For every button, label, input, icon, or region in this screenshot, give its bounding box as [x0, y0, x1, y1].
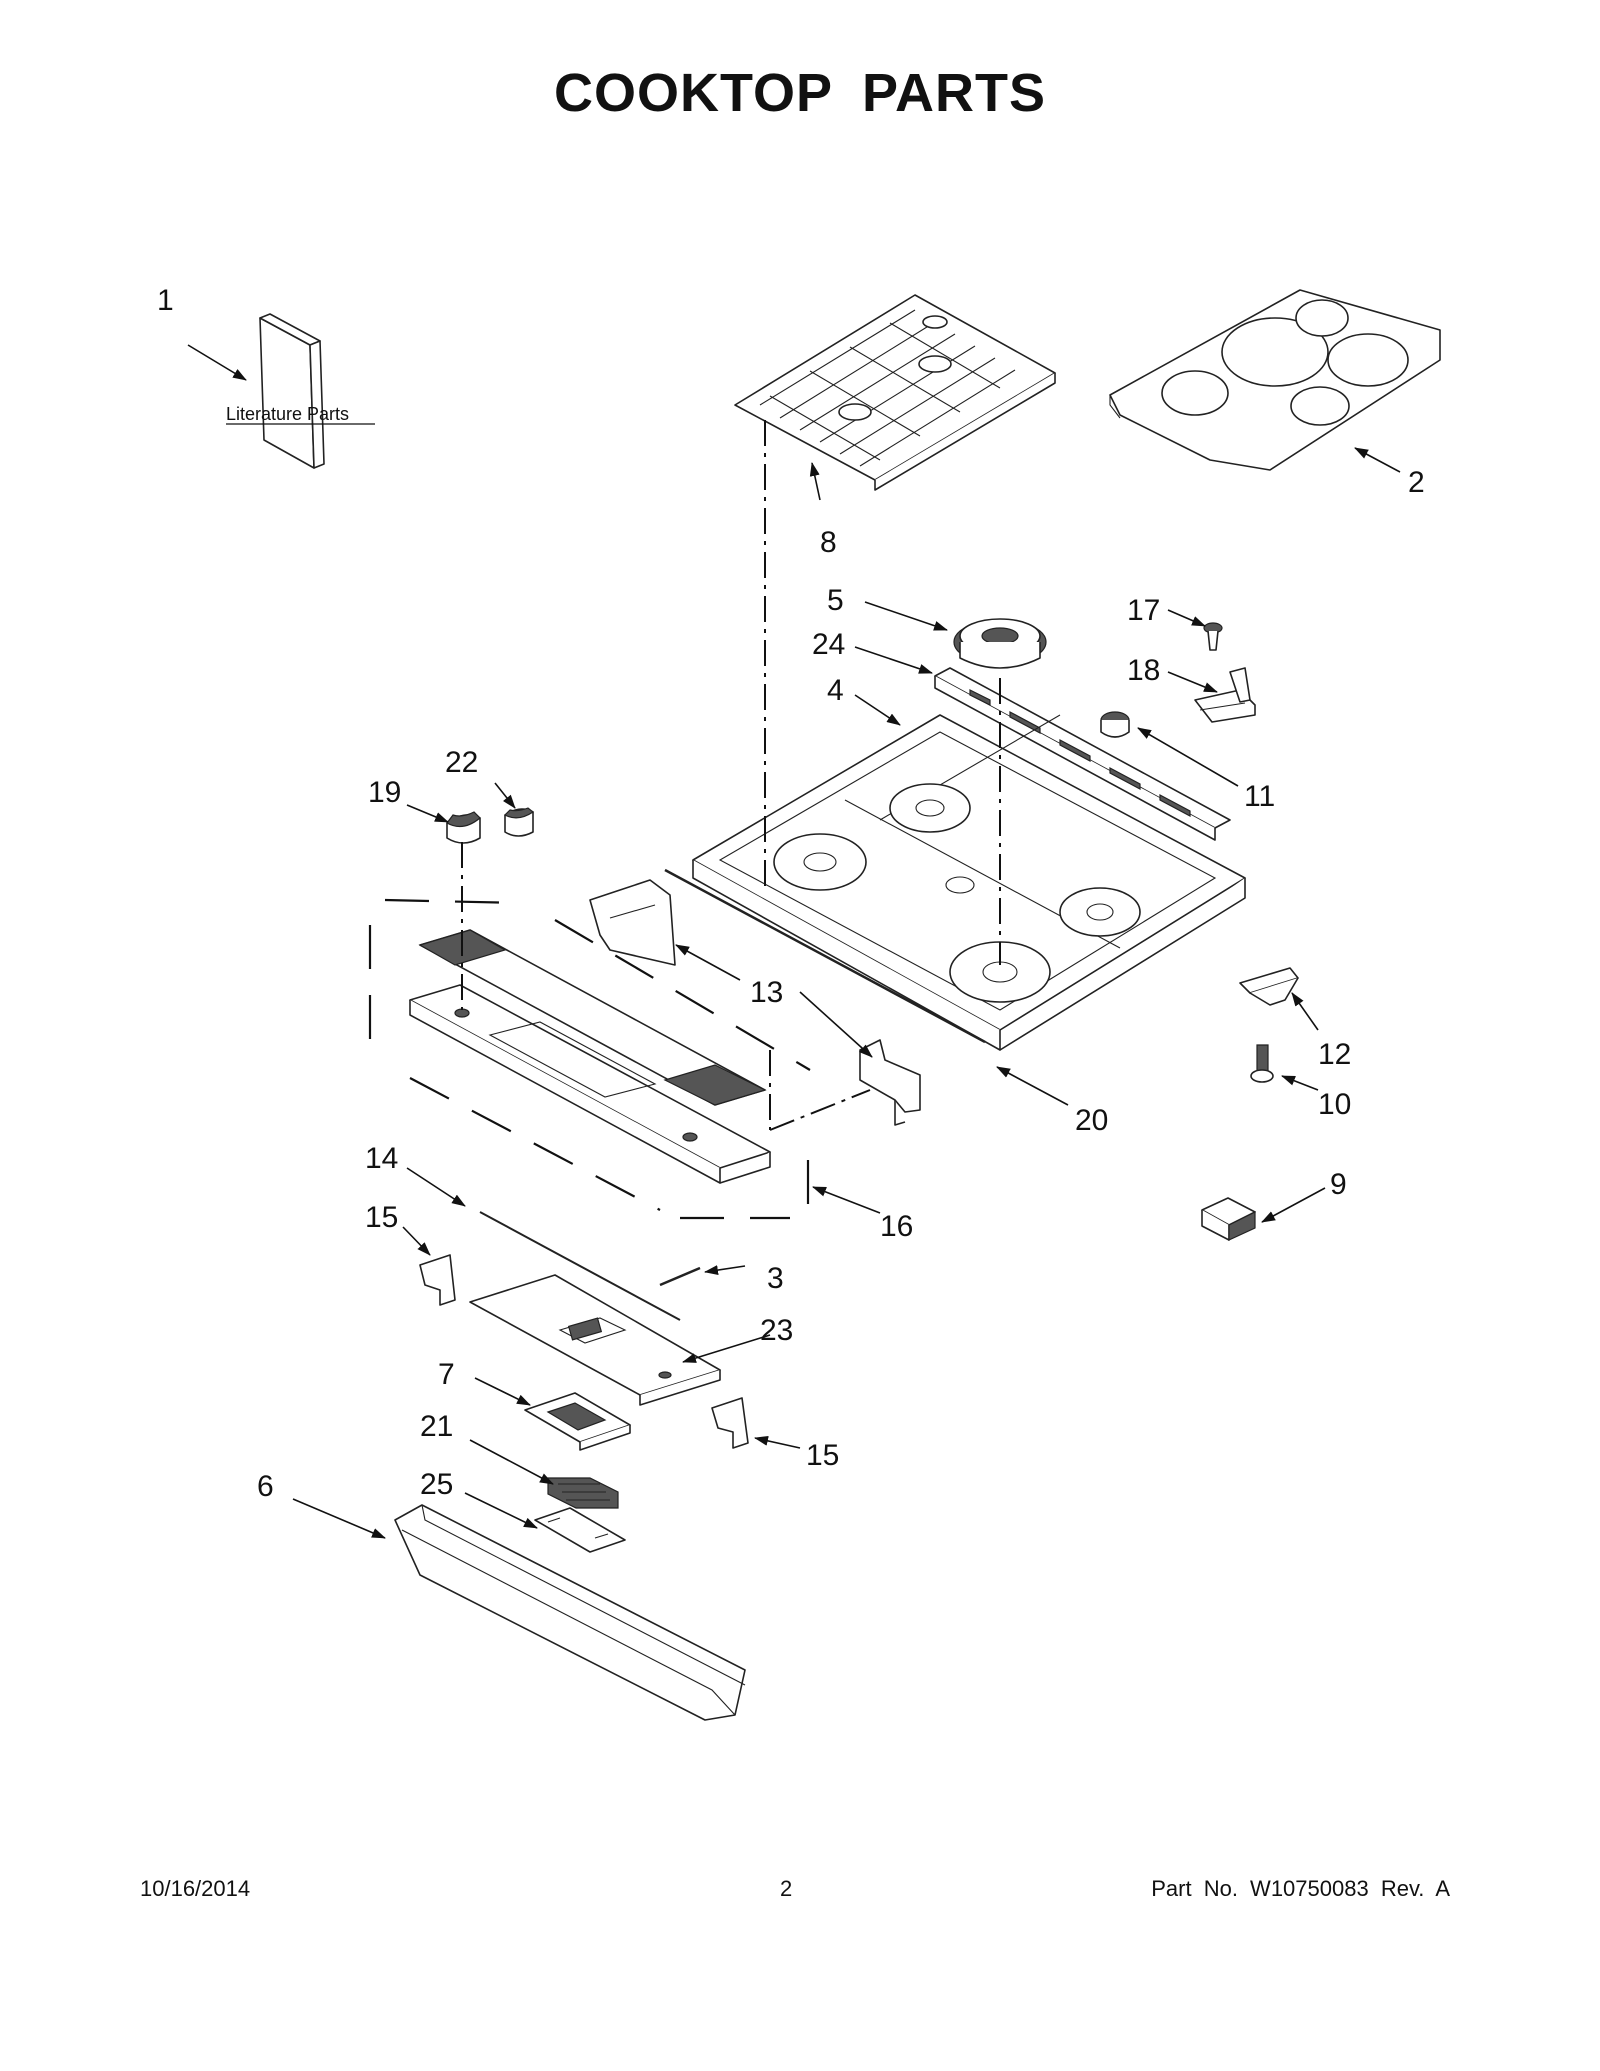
callout-24: 24 — [812, 628, 845, 661]
knob-22 — [504, 807, 535, 837]
leveling-leg — [1250, 1044, 1274, 1083]
screw — [1203, 622, 1223, 651]
callout-5: 5 — [827, 584, 844, 617]
bracket-15-left — [419, 1254, 456, 1306]
callout-3: 3 — [767, 1262, 784, 1295]
knob-19 — [446, 811, 481, 844]
callout-18: 18 — [1127, 654, 1160, 687]
footer-page-number: 2 — [780, 1876, 793, 1901]
callout-14: 14 — [365, 1142, 398, 1175]
bracket-13-upper — [589, 879, 676, 966]
rod-3 — [659, 1266, 701, 1287]
bracket-12 — [1239, 967, 1299, 1006]
rod-14 — [479, 1211, 681, 1321]
assembly-lines — [461, 420, 1001, 1131]
burner-bar — [934, 667, 1231, 841]
callout-4: 4 — [827, 674, 844, 707]
literature-parts-label: Literature Parts — [226, 404, 349, 424]
callout-15-left: 15 — [365, 1201, 398, 1234]
cooktop-main-top — [692, 714, 1246, 1051]
callout-12: 12 — [1318, 1038, 1351, 1071]
callout-1: 1 — [157, 284, 174, 317]
callout-arrows — [187, 344, 1401, 1539]
callout-22: 22 — [445, 746, 478, 779]
bracket-15-right — [711, 1397, 749, 1449]
grate — [734, 294, 1056, 491]
callout-25: 25 — [420, 1468, 453, 1501]
terminal-block — [547, 1477, 619, 1509]
assembly-enclosure-dashes — [368, 898, 811, 1220]
callout-19: 19 — [368, 776, 401, 809]
callout-8: 8 — [820, 526, 837, 559]
control-board — [524, 1392, 631, 1451]
callout-9: 9 — [1330, 1168, 1347, 1201]
callout-17: 17 — [1127, 594, 1160, 627]
callout-20: 20 — [1075, 1104, 1108, 1137]
bracket-18 — [1194, 667, 1256, 723]
footer-date: 10/16/2014 — [140, 1876, 251, 1901]
callout-2: 2 — [1408, 466, 1425, 499]
grommet — [1100, 711, 1130, 738]
control-panel — [409, 929, 771, 1184]
callout-6: 6 — [257, 1470, 274, 1503]
burner-head — [953, 618, 1047, 669]
control-bracket — [469, 1274, 721, 1406]
literature-booklet — [259, 313, 325, 469]
seal-strip — [664, 868, 986, 1044]
callout-10: 10 — [1318, 1088, 1351, 1121]
page-title: COOKTOP PARTS — [553, 63, 1047, 123]
callout-labels: 1 2 3 4 5 6 7 8 9 10 11 12 13 14 15 15 1… — [157, 284, 1425, 1503]
callout-21: 21 — [420, 1410, 453, 1443]
footer-part-number: Part No. W10750083 Rev. A — [1151, 1876, 1450, 1901]
plate-25 — [534, 1507, 626, 1553]
switch-block — [1201, 1197, 1256, 1241]
glass-cooktop — [1109, 289, 1441, 471]
callout-11: 11 — [1244, 780, 1275, 813]
bracket-13-lower — [859, 1039, 921, 1126]
callout-23: 23 — [760, 1314, 793, 1347]
callout-16: 16 — [880, 1210, 913, 1243]
callout-7: 7 — [438, 1358, 455, 1391]
callout-15-right: 15 — [806, 1439, 839, 1472]
trim-panel — [394, 1504, 746, 1721]
callout-13: 13 — [750, 976, 783, 1009]
